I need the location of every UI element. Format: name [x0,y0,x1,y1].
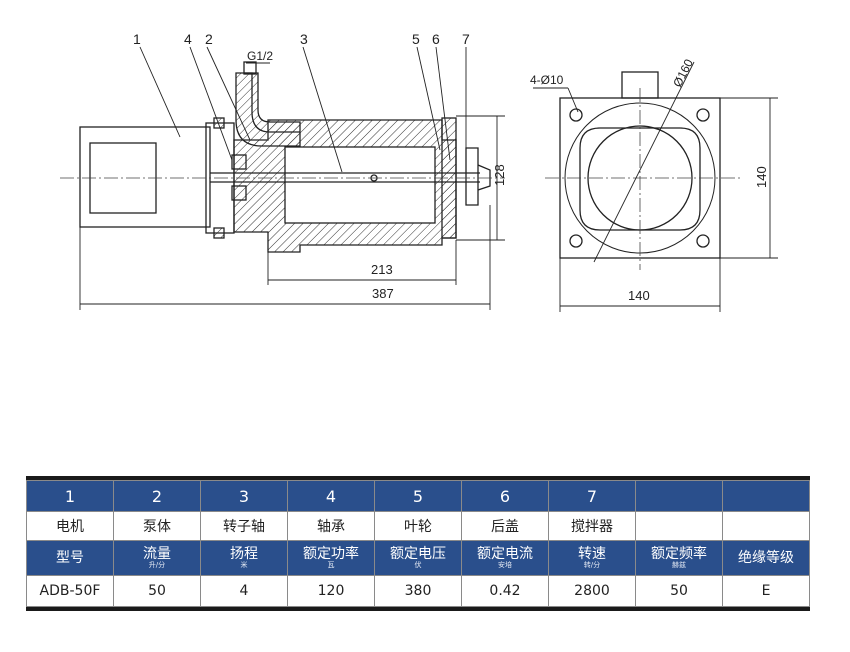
callout-2: 2 [205,31,213,47]
callout-7: 7 [462,31,470,47]
value-insulation: E [722,575,810,607]
motor-body [79,126,211,228]
dim-128: 128 [492,164,507,186]
header-label: 绝缘等级 [738,550,794,566]
dim-140-horizontal: 140 [628,288,650,303]
part-name: 泵体 [113,511,201,541]
part-name: 轴承 [287,511,375,541]
value-power: 120 [287,575,375,607]
dim-bolt-holes: 4-Ø10 [530,73,564,87]
bearing [231,154,247,170]
part-name: 叶轮 [374,511,462,541]
header-label: 额定功率 [303,546,359,562]
spec-value-row: ADB-50F 50 4 120 380 0.42 2800 50 E [26,575,810,607]
part-number: 5 [374,480,462,512]
part-number [635,480,723,512]
callout-3: 3 [300,31,308,47]
square-housing [579,127,701,231]
callout-6: 6 [432,31,440,47]
value-frequency: 50 [635,575,723,607]
technical-drawing: 1 4 2 G1/2 3 5 6 7 128 213 387 [60,31,778,312]
part-name [722,511,810,541]
header-flow: 流量升/分 [113,540,201,576]
header-unit: 安培 [498,561,512,569]
header-label: 额定频率 [651,546,707,562]
part-number-row: 1 2 3 4 5 6 7 [26,480,810,512]
header-head: 扬程米 [200,540,288,576]
part-name-row: 电机 泵体 转子轴 轴承 叶轮 后盖 搅拌器 [26,511,810,541]
header-unit: 瓦 [327,561,335,569]
part-name [635,511,723,541]
header-label: 转速 [578,546,606,562]
header-current: 额定电流安培 [461,540,549,576]
side-view [79,61,491,253]
part-number: 4 [287,480,375,512]
table-bottom-rule [26,607,810,611]
value-head: 4 [200,575,288,607]
callout-5: 5 [412,31,420,47]
header-label: 额定电流 [477,546,533,562]
part-name: 转子轴 [200,511,288,541]
dim-diameter-160: Ø160 [670,57,696,90]
part-number [722,480,810,512]
callout-4: 4 [184,31,192,47]
part-number: 6 [461,480,549,512]
value-flow: 50 [113,575,201,607]
header-model: 型号 [26,540,114,576]
dim-140-vertical: 140 [754,166,769,188]
header-unit: 伏 [414,561,422,569]
dim-213: 213 [371,262,393,277]
part-number: 3 [200,480,288,512]
part-number: 1 [26,480,114,512]
header-power: 额定功率瓦 [287,540,375,576]
header-unit: 赫兹 [672,561,686,569]
header-unit: 升/分 [148,561,166,569]
header-unit: 米 [240,561,248,569]
header-voltage: 额定电压伏 [374,540,462,576]
dim-387: 387 [372,286,394,301]
spec-table: 1 2 3 4 5 6 7 电机 泵体 转子轴 轴承 叶轮 后盖 搅拌器 型号 … [26,476,810,611]
header-label: 型号 [56,550,84,566]
part-number: 2 [113,480,201,512]
part-name: 电机 [26,511,114,541]
value-model: ADB-50F [26,575,114,607]
table-top-rule [26,476,810,480]
spec-header-row: 型号 流量升/分 扬程米 额定功率瓦 额定电压伏 额定电流安培 转速转/分 额定… [26,540,810,576]
callout-g12: G1/2 [247,49,273,63]
callout-1: 1 [133,31,141,47]
part-name: 搅拌器 [548,511,636,541]
header-label: 流量 [143,546,171,562]
impeller [465,147,479,206]
header-unit: 转/分 [583,561,601,569]
header-frequency: 额定频率赫兹 [635,540,723,576]
value-voltage: 380 [374,575,462,607]
header-label: 扬程 [230,546,258,562]
header-label: 额定电压 [390,546,446,562]
discharge-pipe [235,72,301,147]
value-current: 0.42 [461,575,549,607]
part-number: 7 [548,480,636,512]
part-name: 后盖 [461,511,549,541]
value-speed: 2800 [548,575,636,607]
header-insulation: 绝缘等级 [722,540,810,576]
header-speed: 转速转/分 [548,540,636,576]
